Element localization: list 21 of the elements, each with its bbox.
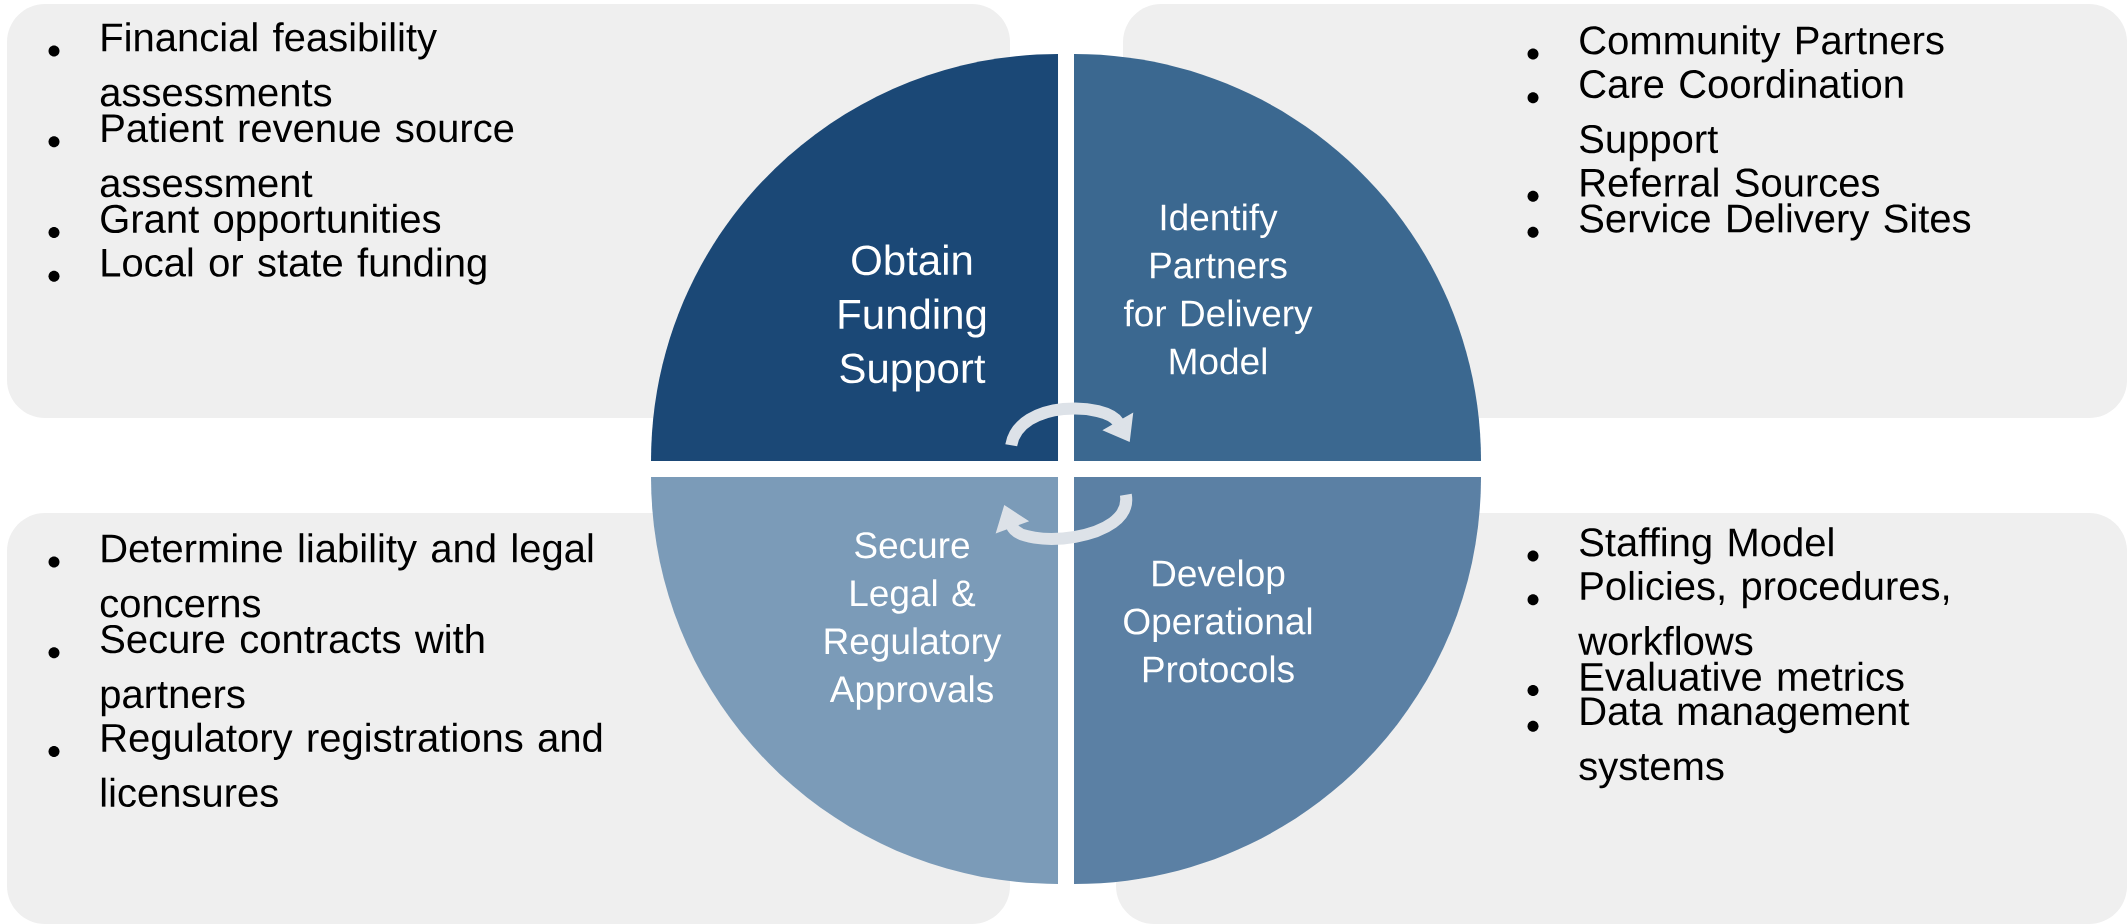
bullet-item: Regulatory registrations and licensures — [48, 722, 602, 808]
bullet-item: Patient revenue source assessment — [48, 112, 514, 198]
bullet-item: Staffing Model — [1527, 527, 1833, 565]
quadrant: Secure Legal & Regulatory Approvals — [651, 477, 1058, 884]
bullet-item: Service Delivery Sites — [1527, 203, 1971, 241]
quadrant: Develop Operational Protocols — [1074, 477, 1481, 884]
bullet-item: Evaluative metrics — [1527, 661, 1904, 696]
bullet-item: Care Coordination Support — [1527, 68, 1903, 162]
bullet-item: Financial feasibility assessments — [48, 22, 437, 107]
quadrant: Obtain Funding Support — [651, 54, 1058, 461]
curved-arrow — [995, 494, 1132, 545]
bullet-item: Local or state funding — [48, 247, 486, 285]
bullet-item: Referral Sources — [1527, 167, 1880, 202]
bullet-item: Data management systems — [1527, 697, 1910, 789]
bullet-item: Community Partners — [1527, 25, 1944, 63]
bullet-item: Determine liability and legal concerns — [48, 533, 593, 618]
curved-arrow — [1005, 402, 1134, 448]
bullet-item: Grant opportunities — [48, 203, 441, 241]
quadrant: Identify Partners for Delivery Model — [1074, 54, 1481, 461]
bullet-item: Policies, procedures, workflows — [1527, 570, 1949, 656]
bullet-item: Secure contracts with partners — [48, 623, 484, 717]
